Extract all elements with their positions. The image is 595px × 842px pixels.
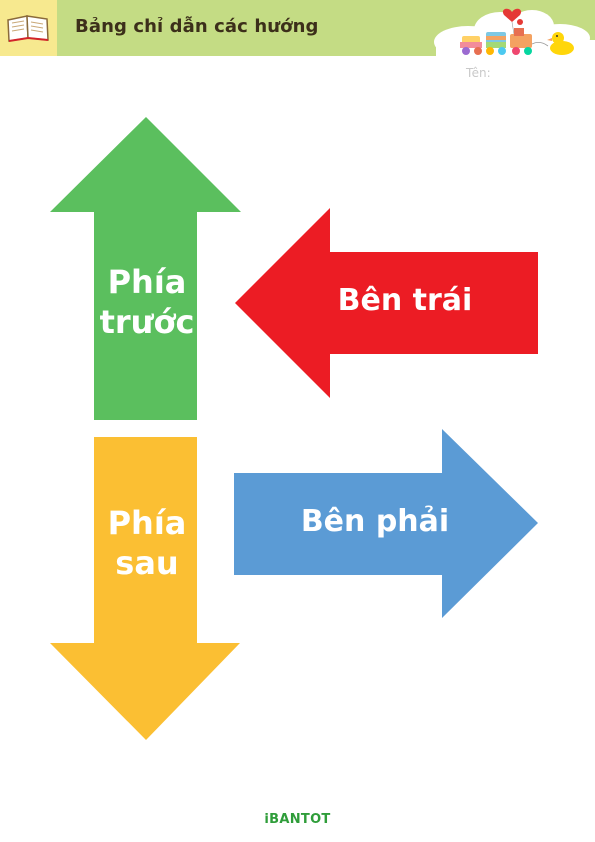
front-label-line2: trước — [99, 303, 195, 341]
right-arrow — [234, 429, 538, 618]
back-label-line1: Phía — [107, 504, 187, 542]
front-arrow-label: Phía trước — [82, 262, 212, 342]
right-arrow-label: Bên phải — [300, 504, 450, 539]
back-arrow — [50, 437, 240, 740]
brand-logo: iBANTOT — [264, 812, 331, 827]
front-arrow — [50, 117, 241, 420]
heart-icon — [502, 8, 522, 22]
page-title: Bảng chỉ dẫn các hướng — [75, 16, 319, 37]
name-field-label: Tên: — [466, 66, 491, 80]
book-icon-box — [0, 0, 57, 56]
front-label-line1: Phía — [107, 263, 187, 301]
left-arrow-label: Bên trái — [337, 283, 473, 318]
toy-train-icon — [434, 8, 595, 60]
duck-icon — [547, 32, 574, 55]
book-icon — [7, 15, 49, 42]
back-label-line2: sau — [115, 544, 179, 582]
back-arrow-label: Phía sau — [82, 503, 212, 583]
left-arrow — [235, 208, 538, 398]
page-header: Bảng chỉ dẫn các hướng — [0, 0, 595, 60]
